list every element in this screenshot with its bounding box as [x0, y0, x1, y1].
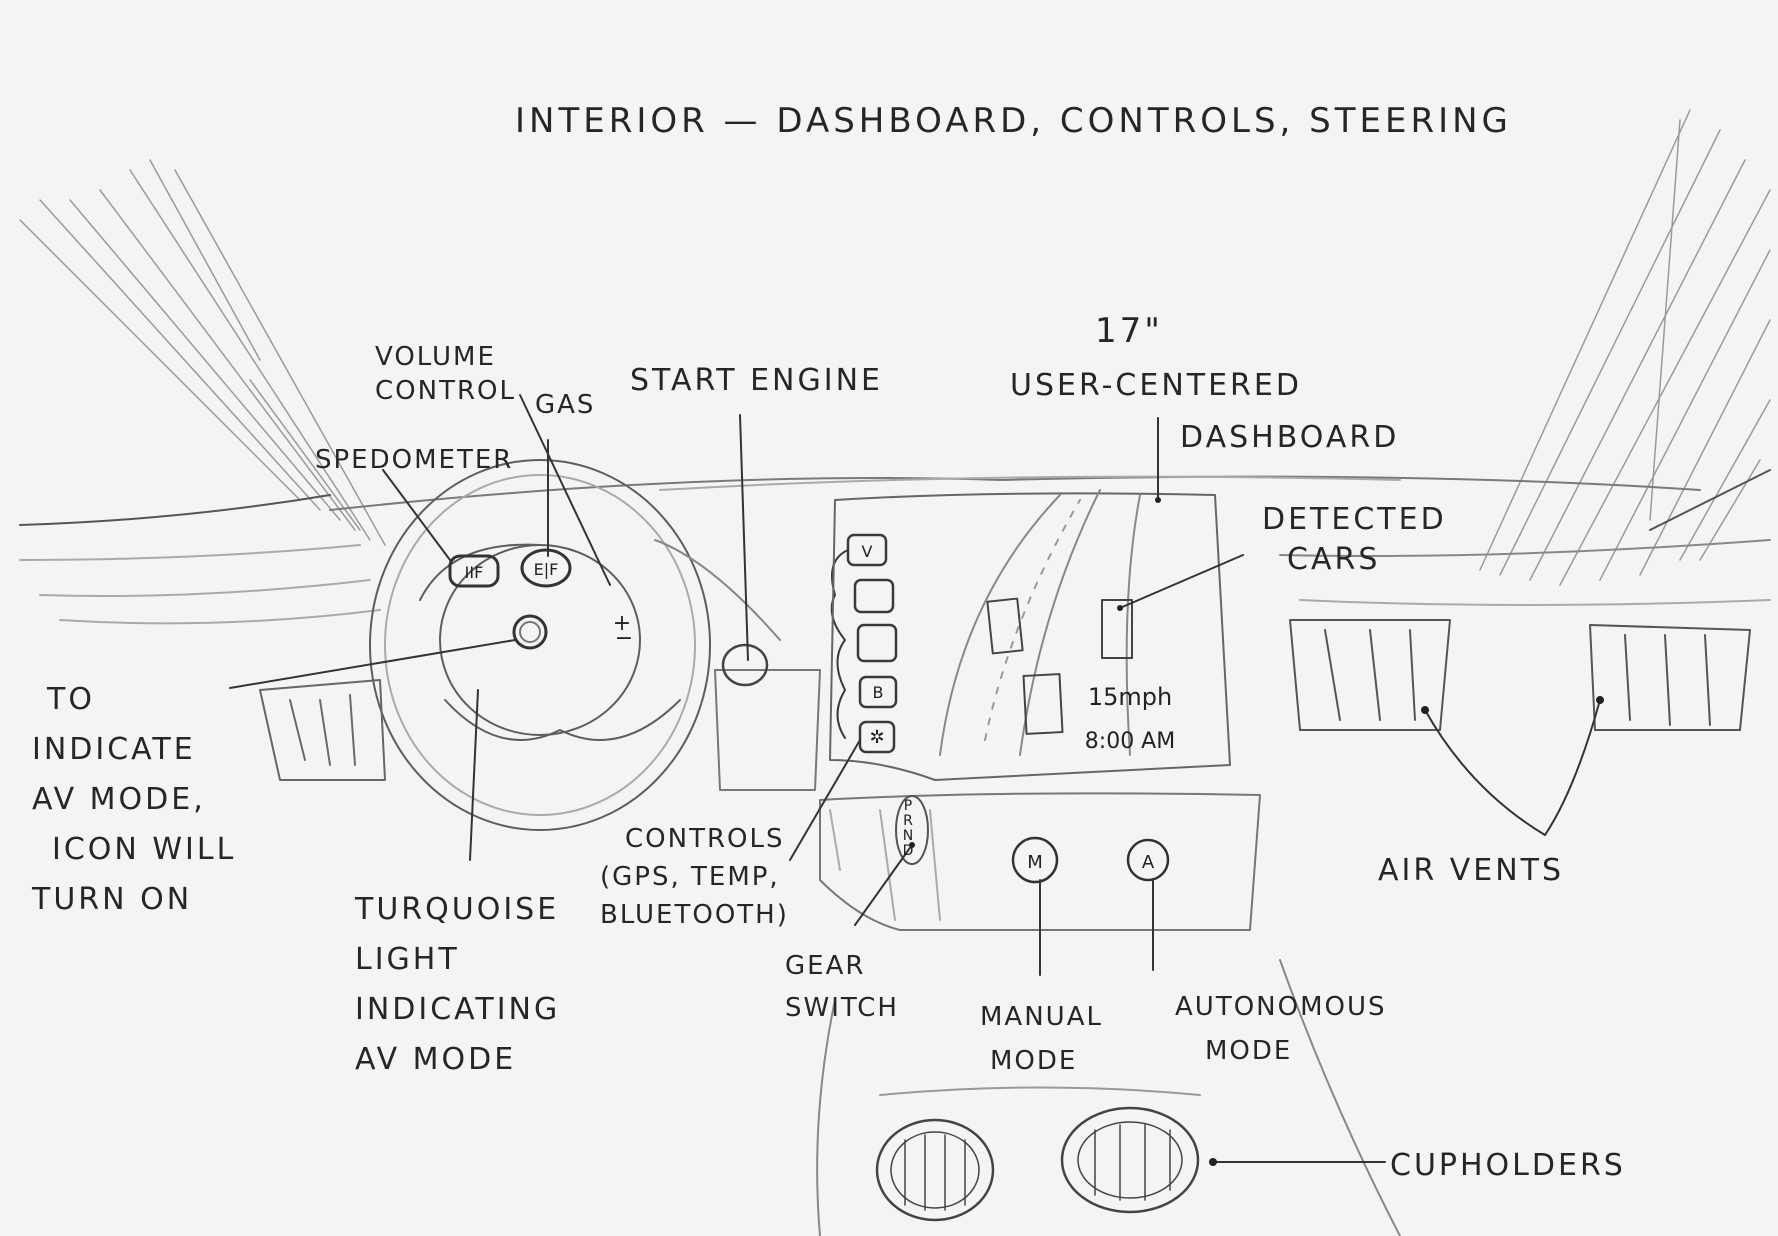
control-top-button[interactable]: V: [862, 542, 873, 561]
label-av-mode-icon: TO INDICATE AV MODE, ICON WILL TURN ON: [32, 675, 236, 925]
label-autonomous-mode: AUTONOMOUS MODE: [1175, 985, 1387, 1073]
av-indicator-icon: [514, 616, 546, 648]
label-screen-size: 17": [1095, 305, 1163, 357]
screen-speed: 15mph: [1088, 683, 1172, 711]
label-air-vents: AIR VENTS: [1378, 845, 1564, 897]
control-stack: [832, 535, 896, 752]
label-speedometer: SPEDOMETER: [315, 440, 513, 480]
air-vents: [1290, 620, 1750, 730]
label-user-centered-dashboard: USER-CENTERED DASHBOARD: [1010, 360, 1399, 464]
control-bluetooth-button[interactable]: B: [873, 683, 884, 702]
right-a-pillar: [1480, 110, 1770, 585]
screen-road: [940, 490, 1140, 755]
gear-letter-d: D: [903, 843, 914, 859]
left-upper-panel: [20, 495, 330, 525]
left-a-pillar: [20, 160, 385, 545]
label-detected-cars: DETECTED CARS: [1262, 500, 1447, 580]
manual-mode-letter[interactable]: M: [1027, 852, 1043, 873]
diagram-title: INTERIOR — DASHBOARD, CONTROLS, STEERING: [515, 95, 1512, 147]
label-gas: GAS: [535, 385, 595, 425]
start-engine-button: [723, 645, 767, 685]
control-fan-button[interactable]: ✲: [869, 727, 884, 748]
gear-letter-r: R: [903, 813, 913, 829]
center-left-panel: [715, 670, 820, 790]
label-gear-switch: GEAR SWITCH: [785, 945, 899, 1029]
gas-face-text: E|F: [534, 560, 559, 579]
label-volume-control: VOLUME CONTROL: [375, 340, 516, 408]
label-manual-mode: MANUAL MODE: [980, 995, 1103, 1083]
label-cupholders: CUPHOLDERS: [1390, 1140, 1626, 1192]
gear-letter-n: N: [903, 828, 913, 844]
gear-letter-p: P: [904, 798, 912, 814]
cupholders: [877, 1108, 1198, 1220]
label-controls: CONTROLS (GPS, TEMP, BLUETOOTH): [600, 820, 789, 934]
label-turquoise-light: TURQUOISE LIGHT INDICATING AV MODE: [355, 885, 560, 1085]
volume-minus: −: [615, 626, 633, 651]
detected-car-1: [987, 599, 1022, 654]
speedometer-face-text: IIF: [465, 563, 484, 582]
left-lower-panel: [260, 680, 385, 780]
autonomous-mode-letter[interactable]: A: [1142, 852, 1155, 873]
label-start-engine: START ENGINE: [630, 355, 883, 407]
screen-time: 8:00 AM: [1085, 729, 1175, 754]
